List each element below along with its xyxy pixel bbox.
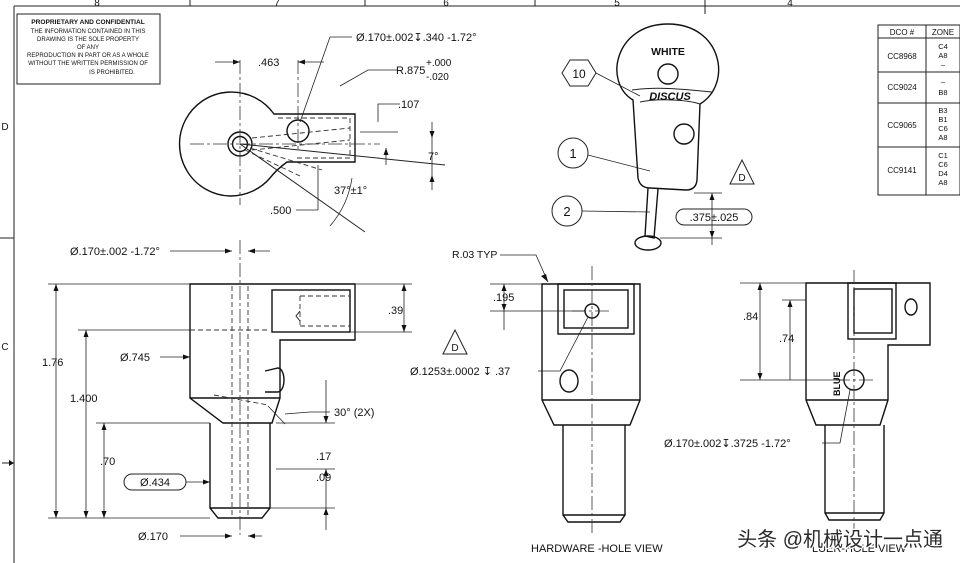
zone-cell: – — [941, 77, 946, 86]
label-white: WHITE — [651, 46, 685, 58]
zone-cell: B3 — [938, 106, 947, 115]
dim-radius-minus: -.020 — [426, 72, 449, 83]
dim-radius: R.875 — [396, 65, 425, 77]
dim-463: .463 — [258, 57, 279, 69]
proprietary-line: DRAWING IS THE SOLE PROPERTY — [37, 37, 139, 43]
zone-cell: C4 — [938, 42, 948, 51]
zone-cell: C6 — [938, 160, 948, 169]
dim-745: Ø.745 — [120, 352, 150, 364]
dco-cell: CC9141 — [887, 166, 917, 175]
front-view-dimensions — [48, 248, 412, 539]
proprietary-line: WITHOUT THE WRITTEN PERMISSION OF — [28, 61, 148, 67]
datum-d-iso — [729, 158, 755, 185]
dim-074: .74 — [779, 333, 794, 345]
balloon-2-label: 2 — [563, 204, 570, 219]
dim-039: .39 — [388, 305, 403, 317]
hardware-view-caption: HARDWARE -HOLE VIEW — [531, 543, 663, 555]
label-discus: DISCUS — [649, 91, 691, 103]
zone-cell: C1 — [938, 151, 948, 160]
balloon-1-label: 1 — [569, 146, 576, 161]
dim-37deg: 37°±1° — [334, 185, 367, 197]
dim-375-frame — [660, 192, 753, 245]
zone-row-c: C — [1, 342, 8, 353]
front-view-part — [189, 240, 356, 535]
dim-375: .375±.025 — [690, 212, 739, 224]
dim-170-front: Ø.170 — [138, 531, 168, 543]
zone-column-7: 7 — [274, 0, 280, 9]
datum-d-hardware: D — [451, 343, 458, 354]
dim-017: .17 — [316, 451, 331, 463]
zone-column-8: 8 — [94, 0, 100, 9]
dim-084: .84 — [743, 311, 758, 323]
dim-009: .09 — [316, 472, 331, 484]
top-view-part — [178, 60, 446, 233]
hardware-view-dimensions — [442, 254, 589, 372]
dim-107: .107 — [398, 99, 419, 111]
proprietary-line: THE INFORMATION CONTAINED IN THIS — [31, 29, 146, 35]
zone-cell: A8 — [938, 133, 947, 142]
dim-hole-hardware: Ø.1253±.0002 ↧ .37 — [410, 366, 510, 378]
dim-195: .195 — [493, 292, 514, 304]
dco-cell: CC9024 — [887, 83, 917, 92]
luer-view-caption: LUER-HOLE VIEW — [812, 543, 907, 555]
hardware-view-part — [541, 266, 641, 535]
dim-1400: 1.400 — [70, 393, 98, 405]
proprietary-title: PROPRIETARY AND CONFIDENTIAL — [31, 19, 145, 26]
dim-070: .70 — [100, 456, 115, 468]
dim-hole-top: Ø.170±.002↧.340 -1.72° — [356, 32, 477, 44]
zone-cell: C6 — [938, 124, 948, 133]
zone-cell: A8 — [938, 51, 947, 60]
zone-cell: B1 — [938, 115, 947, 124]
iso-view-part — [616, 23, 720, 251]
dim-hole-luer: Ø.170±.002↧.3725 -1.72° — [664, 438, 791, 450]
dim-radius-plus: +.000 — [426, 58, 452, 69]
dco-header: DCO # — [890, 28, 915, 37]
label-blue: BLUE — [832, 372, 842, 397]
proprietary-line: IS PROHIBITED. — [89, 70, 135, 76]
dim-30deg: 30° (2X) — [334, 407, 374, 419]
luer-view-dimensions — [740, 282, 851, 444]
dim-434: Ø.434 — [140, 477, 170, 489]
zone-column-6: 6 — [443, 0, 449, 9]
luer-view-part — [805, 270, 931, 535]
balloon-10 — [561, 59, 641, 97]
dim-hole-front: Ø.170±.002 -1.72° — [70, 246, 160, 258]
balloon-1 — [557, 137, 651, 172]
top-view-dimensions — [215, 36, 435, 227]
zone-header: ZONE — [932, 28, 954, 37]
dim-500: .500 — [270, 205, 291, 217]
proprietary-block: PROPRIETARY AND CONFIDENTIAL THE INFORMA… — [16, 13, 161, 85]
zone-cell: D4 — [938, 169, 948, 178]
balloon-2 — [551, 195, 651, 227]
dim-176: 1.76 — [42, 357, 63, 369]
datum-d-iso-label: D — [738, 173, 745, 184]
zone-row-d: D — [1, 122, 8, 133]
zone-cell: B8 — [938, 88, 947, 97]
dco-cell: CC9065 — [887, 121, 917, 130]
balloon-10-label: 10 — [572, 67, 586, 81]
zone-column-4: 4 — [787, 0, 793, 9]
dim-r03: R.03 TYP — [452, 249, 497, 261]
zone-cell: A8 — [938, 178, 947, 187]
zone-column-5: 5 — [614, 0, 620, 9]
proprietary-line: OF ANY — [77, 45, 99, 51]
dim-7deg: 7° — [428, 151, 439, 163]
zone-cell: – — [941, 60, 946, 69]
dco-table — [877, 24, 960, 196]
dco-cell: CC8968 — [887, 52, 917, 61]
proprietary-line: REPRODUCTION IN PART OR AS A WHOLE — [27, 53, 149, 59]
watermark: 头条 @机械设计一点通 — [737, 528, 943, 551]
